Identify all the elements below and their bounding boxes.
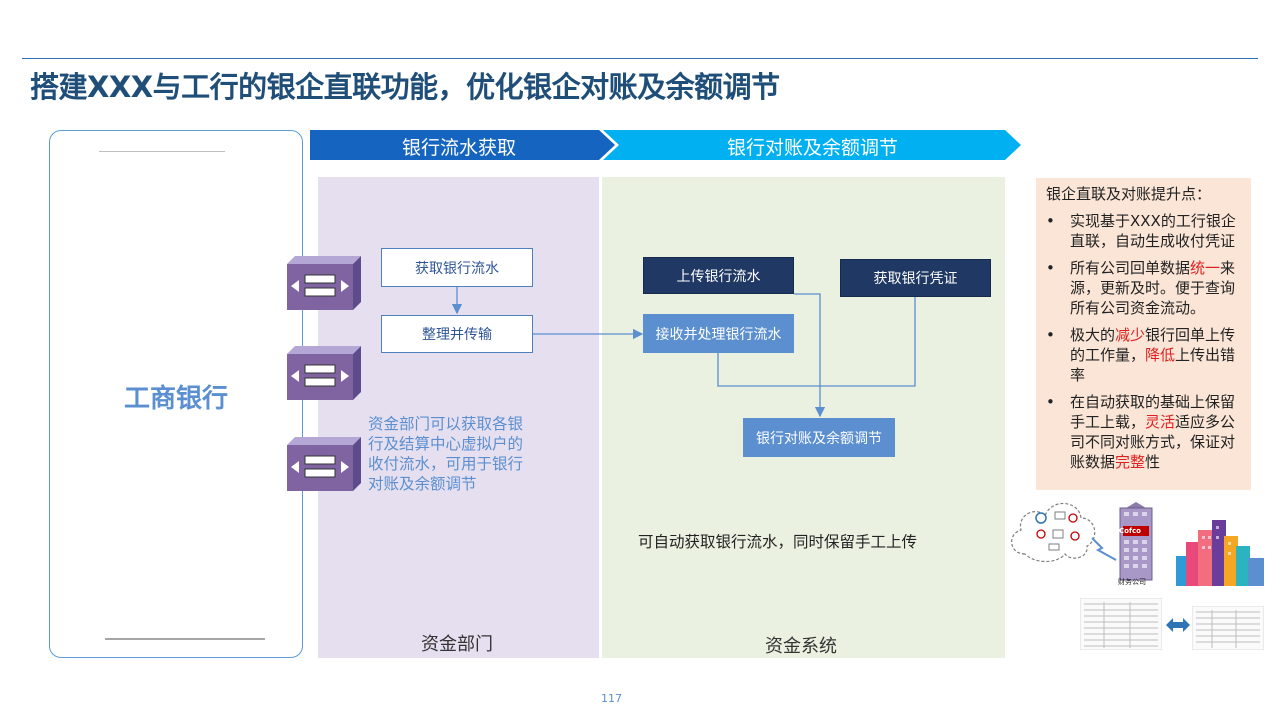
page-number: 117 [601,692,622,705]
server-connector-icon [287,346,361,400]
chevron-reconcile [603,130,1021,160]
document-sheet-icon [1192,606,1264,650]
callout-item: • 在自动获取的基础上保留手工上载，灵活适应多公司不同对账方式，保证对账数据完整… [1046,393,1236,471]
bullet-icon: • [1046,212,1055,230]
bullet-icon: • [1046,326,1055,344]
highlight-text: 统一 [1190,259,1221,277]
flow-box-reconcile: 银行对账及余额调节 [743,418,895,457]
office-building-icon [1119,502,1153,581]
bank-name: 工商银行 [124,384,229,414]
cloud-network-icon [1011,502,1096,563]
building-caption: 财务公司 [1118,578,1146,586]
panel-divider-top [99,151,225,152]
chevron-flow-acquire [310,130,615,160]
connector-voucher [820,297,916,387]
process-chevrons [310,130,1021,160]
server-connector-icon [287,256,361,310]
improvement-callout: 银企直联及对账提升点： • 实现基于XXX的工行银企直联，自动生成收付凭证 • … [1036,178,1251,490]
connector-upload [794,293,826,418]
flow-box-get-flow: 获取银行流水 [381,248,533,287]
double-arrow-icon [1166,618,1190,632]
callout-item: • 所有公司回单数据统一来源，更新及时。便于查询所有公司资金流动。 [1046,259,1236,317]
dept-note: 资金部门可以获取各银行及结算中心虚拟户的收付流水，可用于银行对账及余额调节 [368,415,524,493]
system-note: 可自动获取银行流水，同时保留手工上传 [638,533,918,551]
highlight-text: 灵活 [1145,413,1176,431]
lightning-link-icon [1091,537,1117,561]
dept-zone-label: 资金部门 [421,634,493,655]
city-buildings-icon [1176,520,1264,586]
connector-receive [717,353,820,387]
flow-box-upload: 上传银行流水 [643,257,794,294]
document-sheet-icon [1080,598,1162,650]
bullet-icon: • [1046,393,1055,411]
callout-item: • 极大的减少银行回单上传的工作量，降低上传出错率 [1046,326,1236,384]
panel-divider-bottom [105,638,265,640]
callout-item: • 实现基于XXX的工行银企直联，自动生成收付凭证 [1046,212,1236,250]
slide-title: 搭建XXX与工行的银企直联功能，优化银企对账及余额调节 [30,70,780,104]
callout-title: 银企直联及对账提升点： [1046,185,1212,203]
building-sign: Cofco [1119,527,1141,535]
chevron-label-reconcile: 银行对账及余额调节 [727,137,899,159]
flow-box-voucher: 获取银行凭证 [840,259,991,297]
callout-list: • 实现基于XXX的工行银企直联，自动生成收付凭证 • 所有公司回单数据统一来源… [1046,211,1243,472]
chevron-label-acquire: 银行流水获取 [402,137,517,159]
system-zone-label: 资金系统 [765,636,837,657]
highlight-text: 减少 [1115,326,1146,344]
header-rule [22,58,1258,59]
highlight-text: 降低 [1145,346,1176,364]
bank-panel [49,130,303,658]
flow-box-organize: 整理并传输 [381,315,533,353]
highlight-text: 完整 [1115,453,1146,471]
server-connector-icon [287,437,361,491]
flow-box-receive: 接收并处理银行流水 [643,314,794,353]
bullet-icon: • [1046,259,1055,277]
